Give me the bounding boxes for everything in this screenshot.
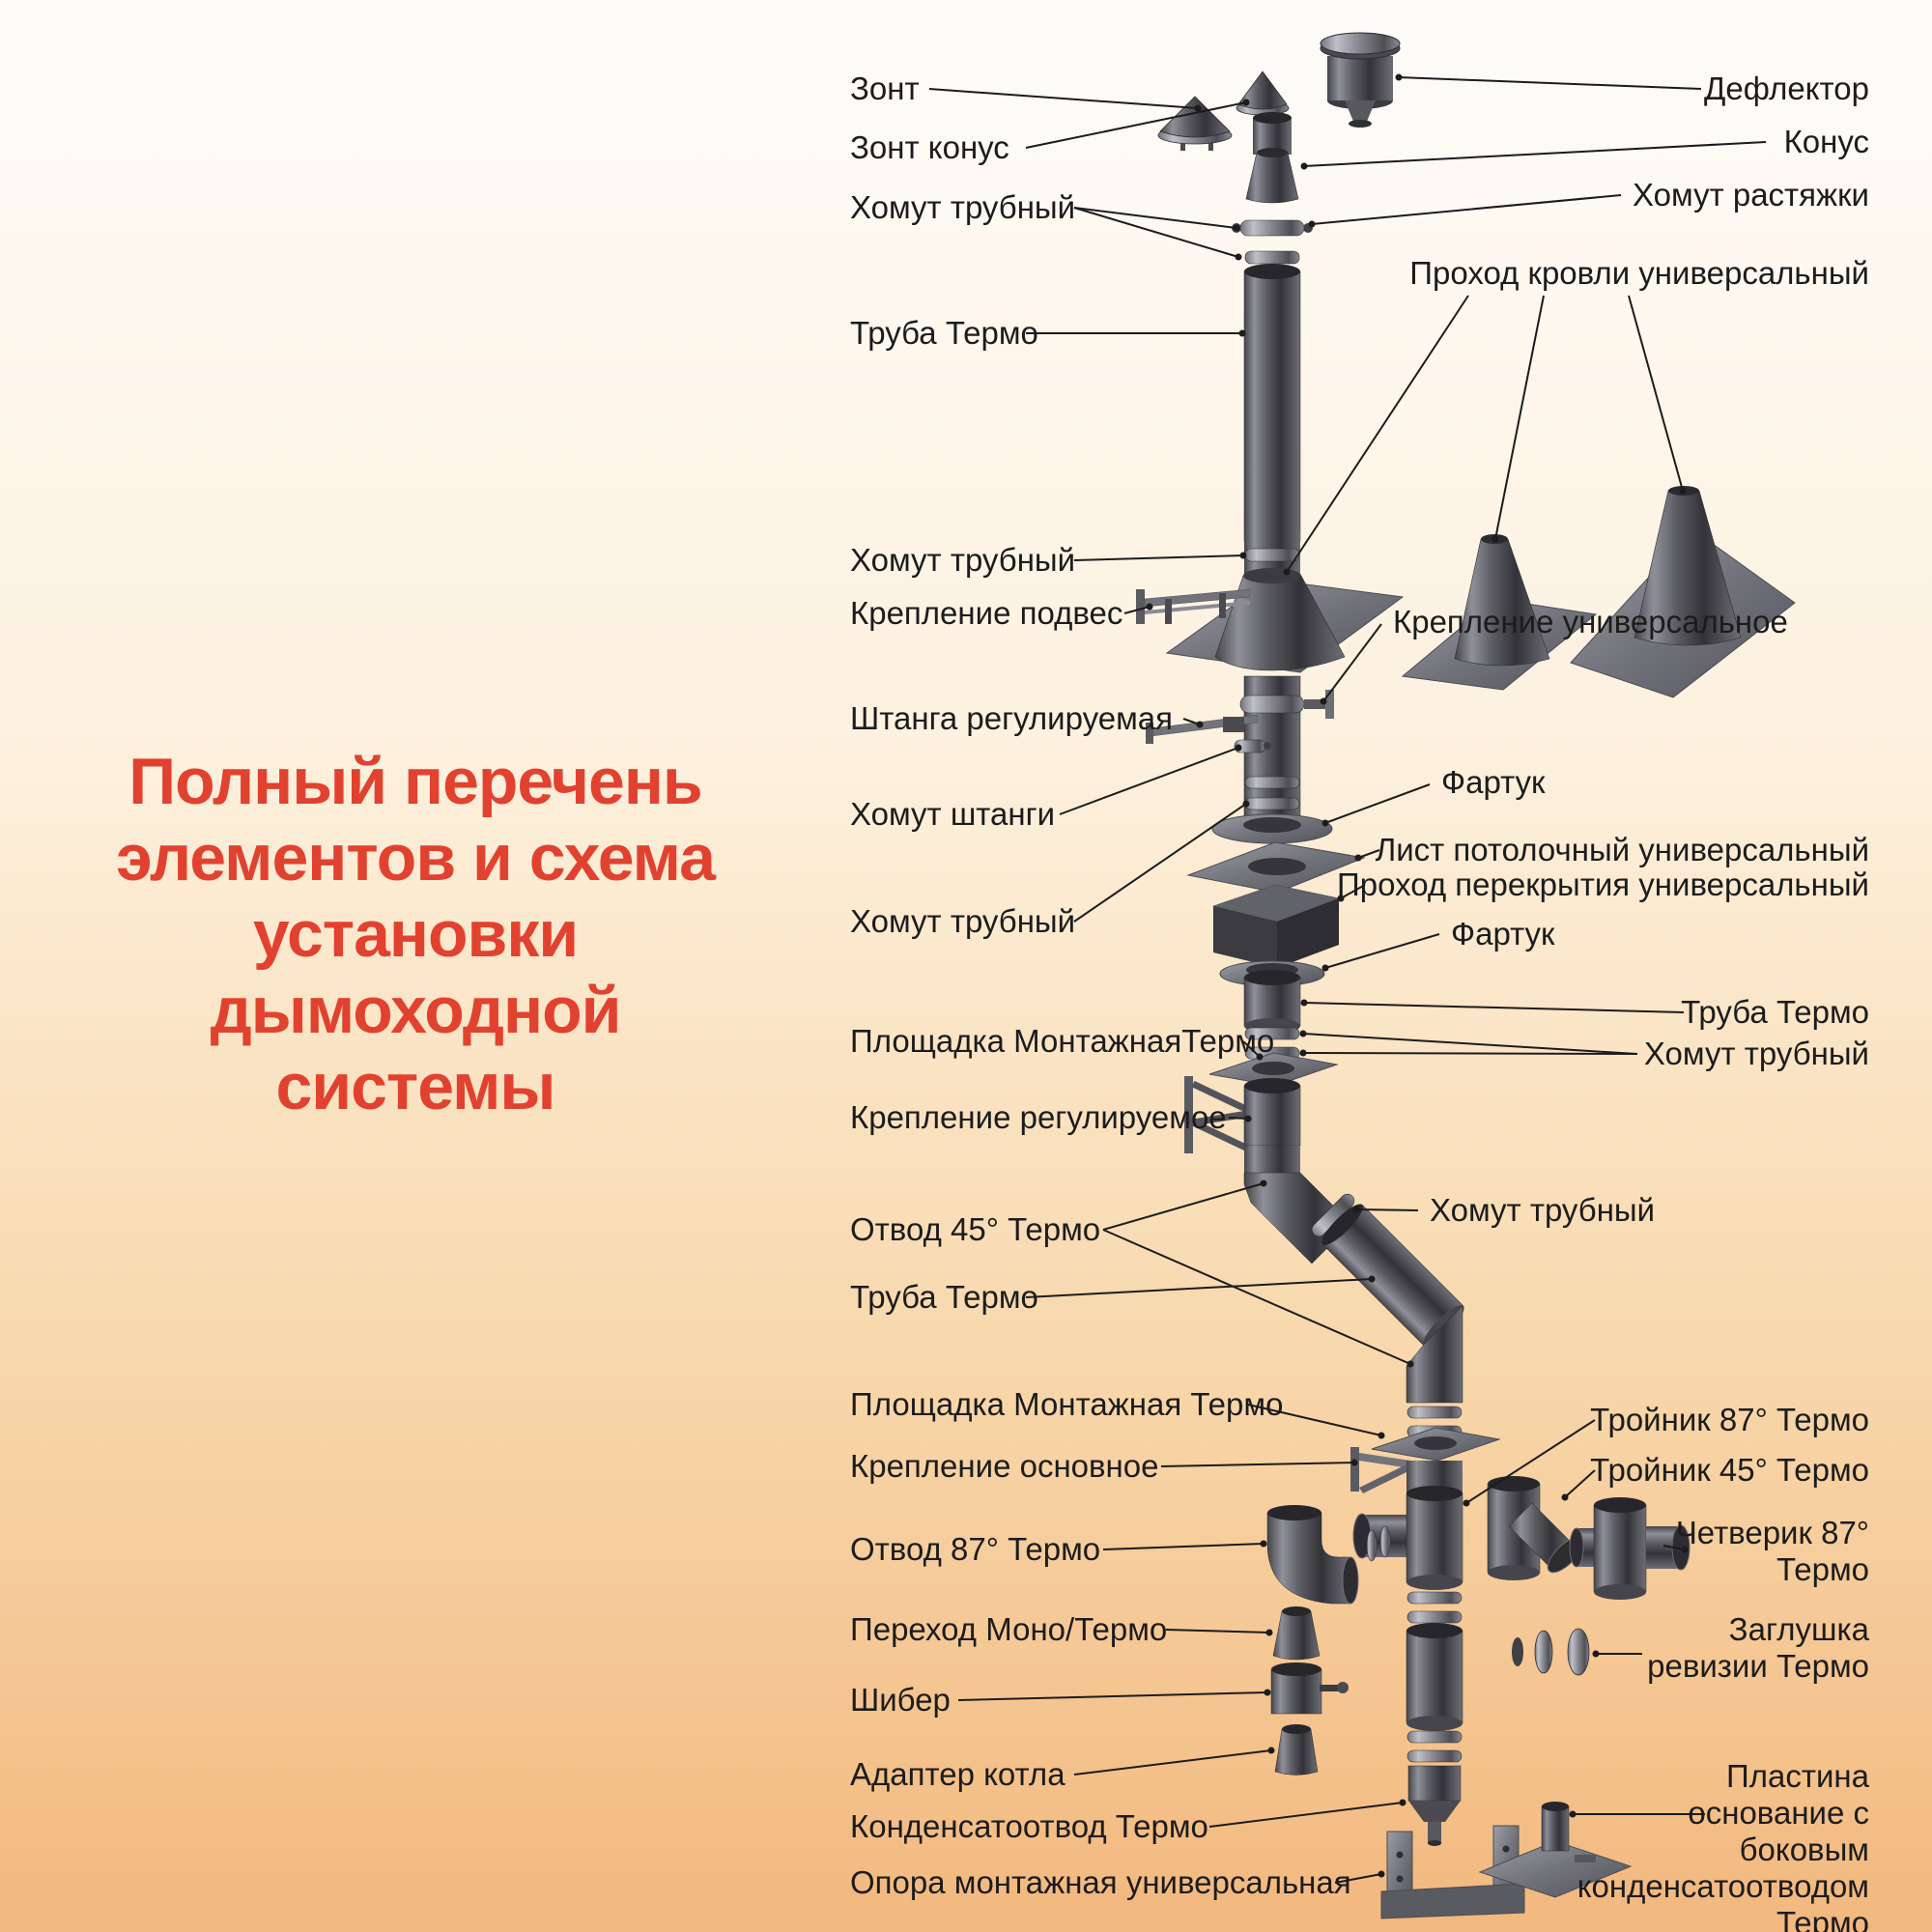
part-homut-trubny-3 xyxy=(1244,776,1300,810)
title-line: Полный перечень xyxy=(128,745,702,818)
label-kreplenie-podves: Крепление подвес xyxy=(850,595,1123,631)
label-konus: Конус xyxy=(1783,124,1869,159)
part-otvod-87 xyxy=(1266,1505,1359,1605)
part-list-potolochny xyxy=(1186,841,1366,894)
part-zaglushka-revizii xyxy=(1512,1628,1590,1676)
part-truba-5 xyxy=(1406,1623,1463,1731)
part-prohod-krovli-2 xyxy=(1401,534,1598,691)
part-prohod-krovli-3 xyxy=(1570,486,1796,698)
label-homut-trubny-1: Хомут трубный xyxy=(850,189,1076,225)
label-deflektor: Дефлектор xyxy=(1704,71,1869,106)
label-zaglushka-revizii: Заглушка ревизии Термо xyxy=(1647,1611,1869,1684)
label-ploshchadka-montazhnaya-1: Площадка МонтажнаяТермо xyxy=(850,1023,1275,1059)
label-fartuk-1: Фартук xyxy=(1441,764,1546,800)
part-kreplenie-podves xyxy=(1136,588,1251,624)
label-homut-trubny-3: Хомут трубный xyxy=(850,903,1076,939)
label-plastina-osnovanie: Пластина основание с боковым конденсатоо… xyxy=(1577,1758,1869,1932)
label-otvod-87: Отвод 87° Термо xyxy=(850,1531,1101,1567)
part-zont xyxy=(1157,96,1233,151)
part-homut-shtangi xyxy=(1234,739,1271,753)
label-truba-termo-right: Труба Термо xyxy=(1681,994,1869,1030)
part-mufta-discs xyxy=(1366,1525,1391,1562)
label-homut-rastyazhki: Хомут растяжки xyxy=(1633,177,1869,213)
label-troynik-45: Тройник 45° Термо xyxy=(1590,1452,1869,1488)
label-homut-trubny-right-2: Хомут трубный xyxy=(1430,1192,1656,1228)
label-adapter-kotla: Адаптер котла xyxy=(850,1756,1065,1792)
part-otvod-45-2 xyxy=(1406,1305,1463,1404)
title-line: установки xyxy=(252,896,579,971)
label-zont: Зонт xyxy=(850,71,920,106)
label-otvod-45: Отвод 45° Термо xyxy=(850,1211,1101,1247)
label-fartuk-2: Фартук xyxy=(1451,916,1555,952)
part-prohod-krovli-1 xyxy=(1165,533,1405,673)
label-truba-termo-2: Труба Термо xyxy=(850,1279,1038,1315)
part-homut-trubny-top xyxy=(1244,250,1300,265)
part-kreplenie-reguliruemoe xyxy=(1181,1076,1265,1155)
part-prohod-perekrytiya xyxy=(1211,884,1341,968)
label-zont-konus: Зонт конус xyxy=(850,129,1009,165)
label-kreplenie-universalnoe: Крепление универсальное xyxy=(1393,604,1788,639)
label-prohod-krovli: Проход кровли универсальный xyxy=(1409,255,1869,291)
label-kondensatootvod: Конденсатоотвод Термо xyxy=(850,1808,1208,1844)
part-homut-trubny-7 xyxy=(1406,1730,1463,1763)
part-plastina-osnovanie xyxy=(1478,1802,1633,1898)
label-prohod-perekrytiya: Проход перекрытия универсальный xyxy=(1337,867,1869,902)
title-line: элементов и схема xyxy=(116,820,716,895)
part-kreplenie-universalnoe xyxy=(1239,690,1334,719)
part-homut-trubny-6 xyxy=(1406,1591,1463,1624)
part-homut-trubny-2 xyxy=(1244,548,1300,562)
part-adapter-kotla xyxy=(1274,1724,1319,1776)
part-homut-rastyazhki xyxy=(1232,219,1313,237)
part-perekhod-mono-termo xyxy=(1272,1606,1321,1661)
label-troynik-87: Тройник 87° Термо xyxy=(1590,1402,1869,1437)
label-ploshchadka-montazhnaya-2: Площадка Монтажная Термо xyxy=(850,1386,1284,1422)
callout-lines xyxy=(928,73,1767,1884)
part-konus xyxy=(1245,148,1299,204)
part-deflektor xyxy=(1320,32,1401,128)
part-chetverik-87 xyxy=(1569,1497,1690,1600)
title-line: системы xyxy=(275,1049,555,1123)
label-kreplenie-osnovnoe: Крепление основное xyxy=(850,1448,1159,1484)
part-shtanga-reguliruemaya xyxy=(1146,714,1259,744)
label-shiber: Шибер xyxy=(850,1682,951,1718)
label-homut-shtangi: Хомут штанги xyxy=(850,796,1056,832)
label-chetverik-87: Четверик 87° Термо xyxy=(1675,1515,1869,1587)
label-truba-termo-1: Труба Термо xyxy=(850,315,1038,351)
label-list-potolochny: Лист потолочный универсальный xyxy=(1375,832,1869,867)
part-ploshchadka-montazhnaya-2 xyxy=(1371,1427,1501,1462)
part-kondensatootvod xyxy=(1407,1765,1462,1846)
part-shiber xyxy=(1270,1662,1349,1715)
page-title: Полный перечень элементов и схема устано… xyxy=(58,744,773,1124)
label-homut-trubny-2: Хомут трубный xyxy=(850,542,1076,578)
part-fartuk-1 xyxy=(1211,813,1333,844)
label-homut-trubny-right-1: Хомут трубный xyxy=(1643,1036,1869,1071)
label-kreplenie-reguliruemoe: Крепление регулируемое xyxy=(850,1099,1227,1135)
part-truba-3 xyxy=(1243,1078,1301,1147)
label-shtanga-reguliruemaya: Штанга регулируемая xyxy=(850,700,1173,736)
label-opora-montazhnaya: Опора монтажная универсальная xyxy=(850,1864,1351,1900)
title-line: дымоходной xyxy=(210,973,622,1047)
label-perekhod-mono-termo: Переход Моно/Термо xyxy=(850,1611,1168,1647)
part-kreplenie-osnovnoe xyxy=(1350,1447,1410,1493)
part-truba-termo-1 xyxy=(1243,264,1301,549)
